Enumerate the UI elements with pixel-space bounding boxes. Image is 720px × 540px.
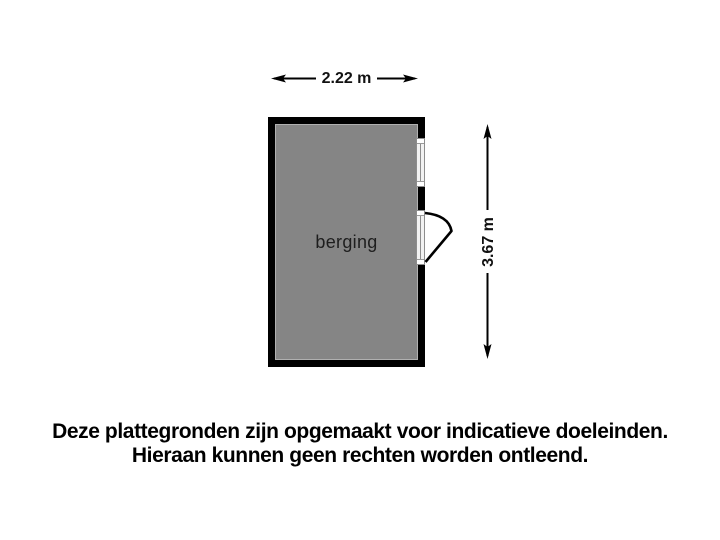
room-label: berging bbox=[315, 231, 378, 252]
disclaimer: Deze plattegronden zijn opgemaakt voor i… bbox=[0, 420, 720, 468]
width-dimension-label: 2.22 m bbox=[316, 68, 377, 90]
room-floor bbox=[275, 124, 418, 360]
window-glazing bbox=[417, 144, 424, 181]
door-swing-arc bbox=[424, 211, 453, 263]
width-dimension-value: 2.22 m bbox=[321, 70, 372, 87]
window-icon bbox=[416, 138, 425, 187]
disclaimer-line-1: Deze plattegronden zijn opgemaakt voor i… bbox=[52, 420, 668, 443]
height-dimension-label: 3.67 m bbox=[477, 210, 500, 273]
disclaimer-line-2: Hieraan kunnen geen rechten worden ontle… bbox=[131, 444, 589, 467]
height-dimension-value: 3.67 m bbox=[479, 216, 497, 267]
door-icon bbox=[416, 210, 425, 265]
door-frame-bottom bbox=[417, 259, 424, 264]
door-frame-top bbox=[417, 211, 424, 216]
door-leaf bbox=[417, 216, 424, 259]
room-label-layer: berging bbox=[268, 117, 425, 367]
window-frame-bottom bbox=[417, 181, 424, 186]
window-frame-top bbox=[417, 139, 424, 144]
